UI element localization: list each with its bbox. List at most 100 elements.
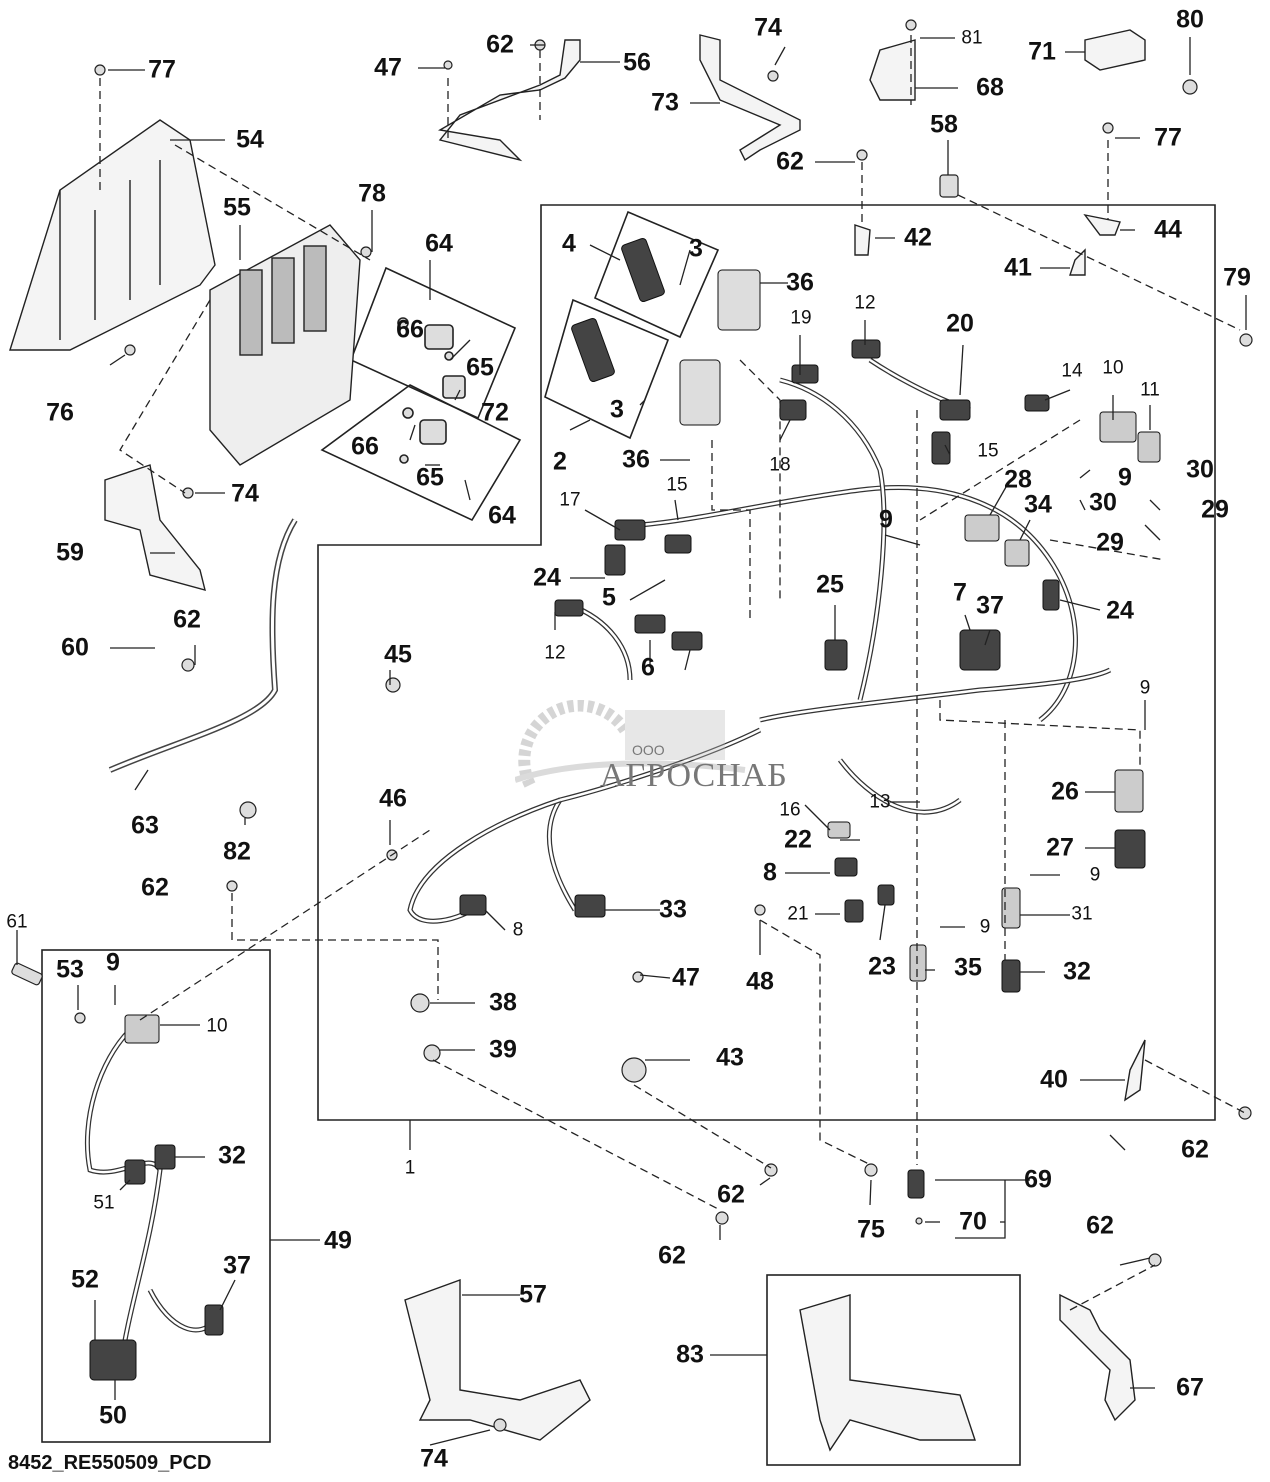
callout-79: 79 (1223, 263, 1251, 292)
callout-81: 81 (961, 27, 983, 49)
callout-3: 3 (689, 234, 703, 263)
callout-47: 47 (374, 53, 402, 82)
callout-70: 70 (959, 1207, 987, 1236)
callout-6: 6 (641, 653, 655, 682)
callout-62: 62 (717, 1180, 745, 1209)
callout-2: 2 (553, 447, 567, 476)
callout-4: 4 (562, 229, 576, 258)
callout-9: 9 (1139, 677, 1151, 699)
ecu-55 (209, 224, 361, 466)
callout-3: 3 (610, 395, 624, 424)
callout-66: 66 (396, 315, 424, 344)
callout-58: 58 (930, 110, 958, 139)
callout-20: 20 (946, 309, 974, 338)
callout-57: 57 (519, 1280, 547, 1309)
callout-72: 72 (481, 398, 509, 427)
callout-74: 74 (420, 1444, 448, 1473)
callout-45: 45 (384, 640, 412, 669)
callout-80: 80 (1176, 5, 1204, 34)
callout-71: 71 (1028, 37, 1056, 66)
callout-56: 56 (623, 48, 651, 77)
callout-83: 83 (676, 1340, 704, 1369)
callout-41: 41 (1004, 253, 1032, 282)
callout-53: 53 (56, 955, 84, 984)
callout-14: 14 (1061, 360, 1083, 382)
callout-73: 73 (651, 88, 679, 117)
callout-15: 15 (666, 474, 688, 496)
callout-34: 34 (1024, 490, 1052, 519)
callout-50: 50 (99, 1401, 127, 1430)
dashed-guides (99, 35, 1246, 1311)
callout-30: 30 (1186, 455, 1214, 484)
callout-24: 24 (533, 563, 561, 592)
callout-9: 9 (1089, 864, 1101, 886)
leader-lines (16, 37, 1247, 1446)
callout-35: 35 (954, 953, 982, 982)
callout-67: 67 (1176, 1373, 1204, 1402)
callout-13: 13 (869, 791, 891, 813)
connector-frame-2 (544, 298, 670, 440)
callout-60: 60 (61, 633, 89, 662)
callout-39: 39 (489, 1035, 517, 1064)
callout-44: 44 (1154, 215, 1182, 244)
callout-82: 82 (223, 837, 251, 866)
sub-harness-frame (41, 949, 271, 1443)
callout-75: 75 (857, 1215, 885, 1244)
callout-15: 15 (977, 440, 999, 462)
callout-9: 9 (979, 916, 991, 938)
callout-52: 52 (71, 1265, 99, 1294)
callout-10: 10 (206, 1015, 228, 1037)
callout-31: 31 (1071, 903, 1093, 925)
callout-7: 7 (953, 578, 967, 607)
callout-51: 51 (93, 1192, 115, 1214)
fittings (397, 317, 466, 464)
callout-62: 62 (1086, 1211, 1114, 1240)
callout-5: 5 (602, 583, 616, 612)
callout-23: 23 (868, 952, 896, 981)
callout-32: 32 (1063, 957, 1091, 986)
callout-78: 78 (358, 179, 386, 208)
callout-59: 59 (56, 538, 84, 567)
callout-33: 33 (659, 895, 687, 924)
connector-frame-4 (593, 210, 720, 339)
callout-65: 65 (466, 353, 494, 382)
callout-27: 27 (1046, 833, 1074, 862)
watermark-prefix: ООО (632, 742, 665, 758)
callout-18: 18 (769, 454, 791, 476)
callout-65: 65 (416, 463, 444, 492)
kit-64-frame-top (349, 266, 517, 420)
callout-76: 76 (46, 398, 74, 427)
callout-16: 16 (779, 799, 801, 821)
callout-37: 37 (976, 591, 1004, 620)
callout-62: 62 (141, 873, 169, 902)
callout-40: 40 (1040, 1065, 1068, 1094)
callout-49: 49 (324, 1226, 352, 1255)
callout-37: 37 (223, 1251, 251, 1280)
callout-12: 12 (854, 292, 876, 314)
callout-12: 12 (544, 642, 566, 664)
callout-36: 36 (786, 268, 814, 297)
callout-77: 77 (1154, 123, 1182, 152)
callout-62: 62 (173, 605, 201, 634)
callout-74: 74 (754, 13, 782, 42)
callout-47: 47 (672, 963, 700, 992)
diagram-code: 8452_RE550509_PCD (8, 1452, 212, 1474)
callout-17: 17 (559, 489, 581, 511)
callout-9: 9 (1118, 463, 1132, 492)
callout-54: 54 (236, 125, 264, 154)
callout-9: 9 (106, 948, 120, 977)
callout-62: 62 (658, 1241, 686, 1270)
harness-group-frame (317, 204, 1216, 1121)
callout-64: 64 (425, 229, 453, 258)
callout-68: 68 (976, 73, 1004, 102)
callout-38: 38 (489, 988, 517, 1017)
callout-63: 63 (131, 811, 159, 840)
callout-26: 26 (1051, 777, 1079, 806)
ecu-bracket-54 (9, 119, 216, 351)
callout-77: 77 (148, 55, 176, 84)
callout-10: 10 (1102, 357, 1124, 379)
callout-19: 19 (790, 307, 812, 329)
callout-8: 8 (763, 858, 777, 887)
